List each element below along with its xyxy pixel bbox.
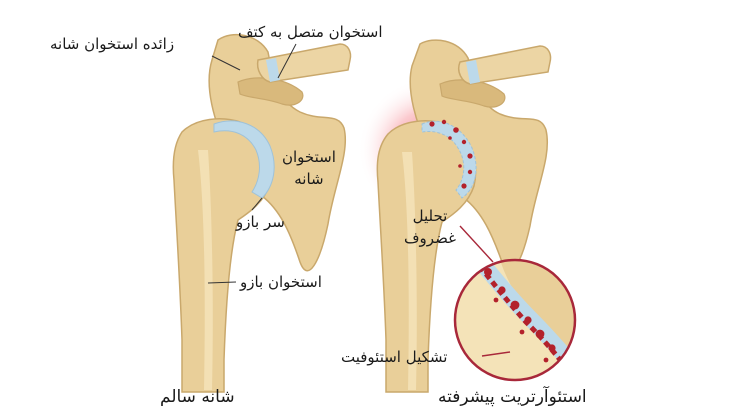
arthritic-humerus-highlight	[402, 152, 417, 390]
caption-healthy: شانه سالم	[160, 387, 235, 407]
leader-acromion	[211, 55, 241, 71]
leader-cartilage	[459, 225, 494, 263]
label-scapula: استخوان شانه	[282, 146, 336, 190]
leader-osteophyte	[481, 351, 511, 357]
label-scapula-line2: شانه	[294, 170, 324, 188]
label-scapula-line1: استخوان	[282, 148, 336, 166]
label-acromion: زائده استخوان شانه	[50, 35, 175, 53]
healthy-cartilage	[213, 120, 275, 199]
leader-humeral-head	[251, 197, 263, 211]
label-osteophyte: تشکیل استئوفیت	[341, 348, 448, 366]
label-cartilage-loss: تحلیل غضروف	[404, 205, 456, 249]
zoom-detail	[453, 258, 577, 382]
label-humeral-head: سر بازو	[236, 213, 285, 231]
arthritic-shoulder	[358, 39, 552, 393]
arthritic-ac-cartilage	[466, 60, 480, 84]
healthy-humerus	[172, 118, 273, 393]
healthy-ac-cartilage	[266, 58, 280, 82]
label-humerus: استخوان بازو	[240, 273, 322, 291]
leader-humerus	[207, 281, 237, 284]
label-cartilage-line1: تحلیل	[412, 207, 448, 225]
zoom-circle-border	[453, 258, 577, 382]
leader-lines	[207, 43, 511, 357]
arthritic-clavicle	[458, 45, 552, 85]
leader-clavicle	[277, 43, 297, 79]
arthritic-osteophytes	[429, 119, 473, 189]
label-clavicle: استخوان متصل به کتف	[238, 23, 383, 41]
caption-advanced: استئوآرتریت پیشرفته	[438, 387, 587, 407]
healthy-humerus-highlight	[198, 150, 213, 390]
zoom-osteophytes	[484, 268, 556, 363]
label-cartilage-line2: غضروف	[404, 229, 456, 247]
